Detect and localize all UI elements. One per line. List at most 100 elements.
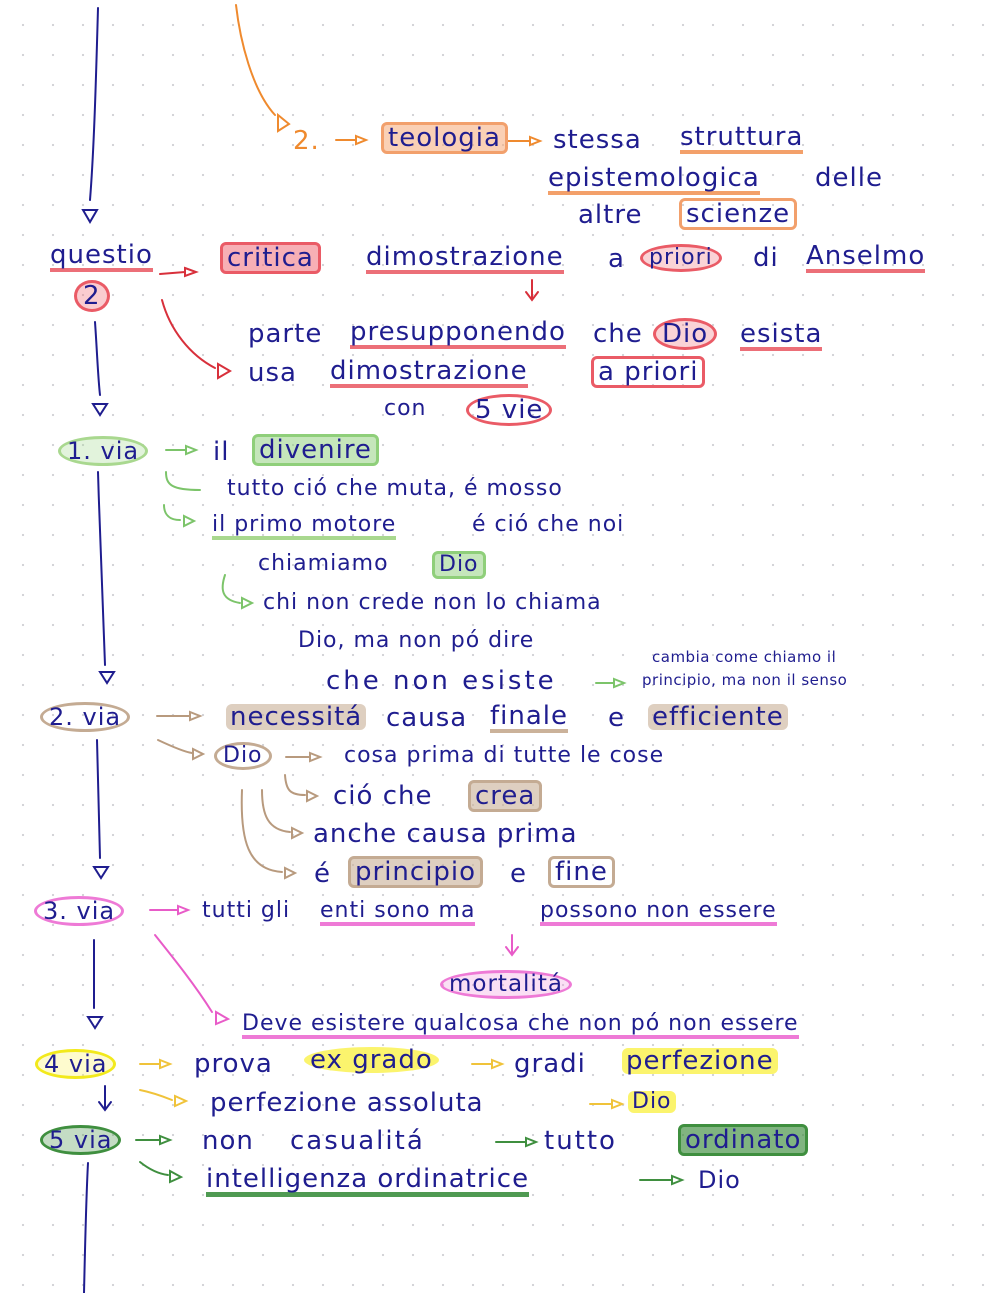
tan-connector xyxy=(284,774,306,796)
keyword-perfezione: perfezione xyxy=(622,1048,778,1074)
text-presupponendo: presupponendo xyxy=(350,317,566,349)
text-dimostrazione: dimostrazione xyxy=(366,242,564,274)
text-chi-non-crede: chi non crede non lo chiama xyxy=(263,590,602,615)
text-non-esiste: che non esiste xyxy=(326,666,557,696)
arrow-icon xyxy=(639,1174,685,1186)
item-number: 2. xyxy=(293,126,320,156)
text-perfezione-assoluta: perfezione assoluta xyxy=(210,1088,484,1118)
keyword-mortalita: mortalitá xyxy=(440,970,572,999)
green-connector xyxy=(221,574,241,604)
keyword-critica: critica xyxy=(220,242,321,274)
arrow-icon xyxy=(165,444,199,456)
arrow-icon xyxy=(149,904,191,916)
via-1-label: 1. via xyxy=(58,436,149,466)
timeline-segment xyxy=(97,471,106,666)
arrow-down-icon xyxy=(525,279,539,302)
arrow-head-icon xyxy=(306,789,320,803)
arrow-head-icon xyxy=(284,866,298,880)
keyword-ex-grado: ex grado xyxy=(304,1047,439,1073)
note-cambia: cambia come chiamo il xyxy=(652,648,837,666)
arrow-head-icon xyxy=(86,1016,104,1030)
questio-number: 2 xyxy=(74,280,110,312)
text-priori: priori xyxy=(640,244,722,272)
keyword-teologia: teologia xyxy=(381,122,508,154)
text-dimostrazione-2: dimostrazione xyxy=(330,356,528,388)
text-che: che xyxy=(593,319,643,349)
keyword-a-priori: a priori xyxy=(591,356,706,388)
text-enti: enti sono ma xyxy=(320,900,476,926)
timeline-segment xyxy=(94,321,101,396)
text-causa: causa xyxy=(386,703,468,733)
text-gradi: gradi xyxy=(514,1049,586,1079)
text-esista: esista xyxy=(740,319,823,351)
text-intelligenza: intelligenza ordinatrice xyxy=(206,1166,530,1197)
arrow-head-icon xyxy=(174,1094,189,1108)
keyword-dio-1: Dio xyxy=(432,551,486,579)
tan-connector xyxy=(157,739,193,754)
arrow-head-icon xyxy=(169,1169,184,1184)
keyword-fine: fine xyxy=(548,856,615,888)
arrow-head-icon xyxy=(81,209,99,224)
timeline-segment xyxy=(83,1162,89,1293)
text-altre: altre xyxy=(578,200,643,230)
text-cio-che: ció che xyxy=(333,781,433,811)
green-connector xyxy=(139,1161,169,1176)
orange-connector xyxy=(235,4,276,116)
arrow-head-icon xyxy=(215,1010,231,1026)
arrow-icon xyxy=(156,710,203,722)
via-5-label: 5 via xyxy=(40,1125,122,1155)
keyword-dio-4: Dio xyxy=(628,1091,676,1113)
yellow-connector xyxy=(139,1089,173,1101)
arrow-icon xyxy=(595,677,627,689)
heading-questio: questio xyxy=(50,240,153,272)
text-finale: finale xyxy=(490,701,569,733)
keyword-ordinato: ordinato xyxy=(678,1124,809,1156)
text-chiamiamo: chiamiamo xyxy=(258,551,389,576)
arrow-icon xyxy=(471,1058,505,1070)
arrow-icon xyxy=(159,266,199,278)
tan-connector xyxy=(261,789,291,833)
text-prova: prova xyxy=(194,1049,273,1079)
arrow-icon xyxy=(139,1058,173,1070)
red-connector xyxy=(161,299,216,369)
arrow-icon xyxy=(285,751,323,763)
keyword-scienze: scienze xyxy=(679,198,798,230)
arrow-down-icon xyxy=(98,1085,112,1112)
green-connector xyxy=(165,471,201,491)
keyword-dio-5: Dio xyxy=(698,1166,741,1194)
keyword-divenire: divenire xyxy=(252,434,379,466)
arrow-head-icon xyxy=(98,671,116,685)
text-e-2: e xyxy=(510,859,527,889)
arrow-icon xyxy=(135,1134,173,1146)
arrow-icon xyxy=(335,134,369,146)
text-epistemologica: epistemologica xyxy=(548,163,760,195)
text-tutti: tutti gli xyxy=(202,898,291,923)
arrow-icon xyxy=(495,1136,539,1148)
text-con: con xyxy=(384,396,427,421)
text-che-noi: é ció che noi xyxy=(472,512,625,537)
text-e: e xyxy=(608,703,625,733)
pink-connector xyxy=(154,934,213,1013)
text-dio-ma: Dio, ma non pó dire xyxy=(298,628,535,653)
text-e-acc: é xyxy=(314,859,331,889)
arrow-head-icon xyxy=(241,596,255,610)
text-parte: parte xyxy=(248,319,323,349)
text-tutto-cio: tutto ció che muta, é mosso xyxy=(227,476,563,501)
keyword-principio: principio xyxy=(348,856,484,888)
arrow-head-icon xyxy=(291,826,305,840)
text-anselmo: Anselmo xyxy=(806,241,926,273)
text-usa: usa xyxy=(248,358,297,388)
arrow-head-icon xyxy=(217,362,232,380)
text-delle: delle xyxy=(815,163,883,193)
via-4-label: 4 via xyxy=(35,1049,117,1079)
keyword-dio-2: Dio xyxy=(214,742,272,770)
keyword-efficiente: efficiente xyxy=(648,704,788,730)
timeline-segment xyxy=(96,739,101,859)
via-3-label: 3. via xyxy=(34,896,125,926)
text-stessa: stessa xyxy=(553,125,642,155)
via-2-label: 2. via xyxy=(40,702,131,732)
arrow-head-icon xyxy=(192,747,206,761)
green-connector xyxy=(163,504,181,521)
text-a: a xyxy=(608,244,625,274)
